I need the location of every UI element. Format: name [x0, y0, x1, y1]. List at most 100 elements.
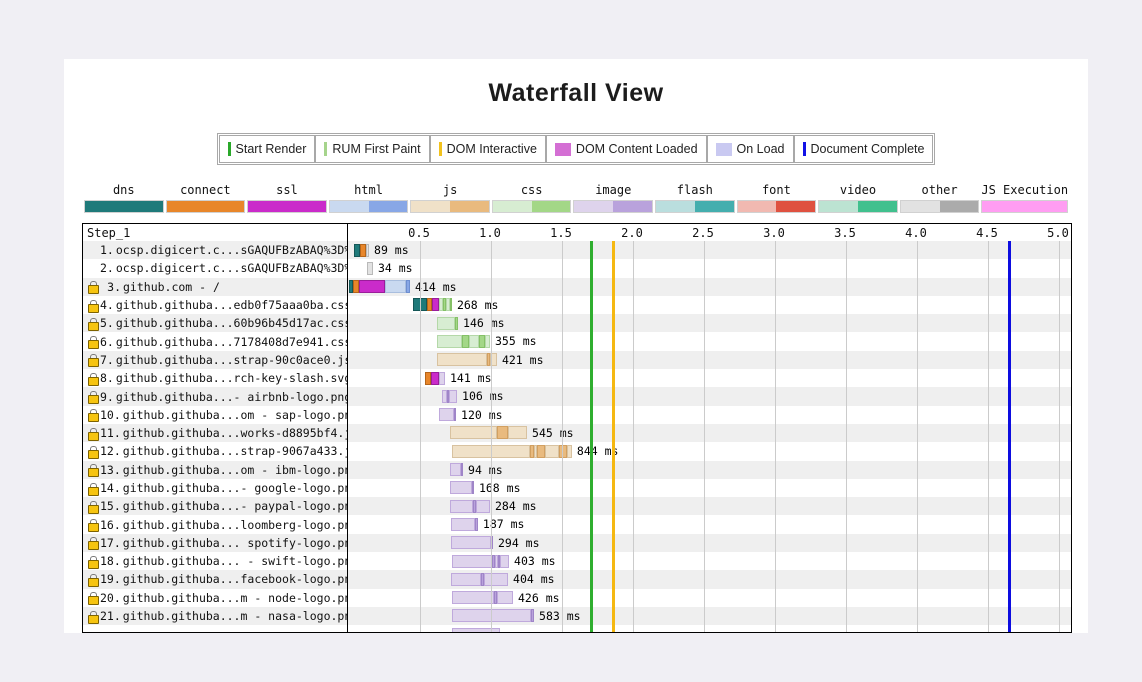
- request-timeline-cell[interactable]: 120 ms: [348, 406, 1071, 424]
- request-url[interactable]: github.githuba...edb0f75aaa0ba.css: [115, 298, 348, 313]
- phase-key-label: dns: [112, 183, 135, 197]
- request-url[interactable]: github.githuba... spotify-logo.png: [122, 535, 348, 550]
- waterfall-bar-segment-html-dark: [405, 280, 411, 294]
- waterfall-bar-segment-image-dark: [474, 517, 478, 531]
- duration-label: 141 ms: [449, 371, 492, 386]
- legend-item-label: Document Complete: [810, 142, 925, 156]
- lock-icon: [88, 610, 99, 624]
- waterfall-bar-segment-image-dark: [497, 554, 500, 568]
- waterfall-bar-segment-dns: [348, 280, 353, 294]
- request-timeline-cell[interactable]: 187 ms: [348, 515, 1071, 533]
- request-timeline-cell[interactable]: 34 ms: [348, 259, 1071, 277]
- swatch-light-half: [411, 201, 451, 212]
- request-url[interactable]: github.githuba...facebook-logo.png: [122, 572, 348, 587]
- legend-item-label: Start Render: [235, 142, 307, 156]
- request-url[interactable]: github.githuba...- paypal-logo.png: [122, 499, 348, 514]
- request-url[interactable]: github.githuba...m - node-logo.png: [122, 590, 348, 605]
- request-url[interactable]: github.githuba...- google-logo.png: [122, 481, 348, 495]
- request-timeline-cell[interactable]: 294 ms: [348, 534, 1071, 552]
- request-url[interactable]: github.githuba...rch-key-slash.svg: [115, 371, 348, 386]
- phase-key-item: connect: [165, 183, 246, 213]
- legend-marker-line: [324, 142, 328, 156]
- request-url[interactable]: github.githuba...60b96b45d17ac.css: [115, 316, 348, 331]
- request-timeline-cell[interactable]: 583 ms: [348, 607, 1071, 625]
- waterfall-bar-segment-js-dark: [496, 426, 509, 440]
- request-timeline-cell[interactable]: 414 ms: [348, 278, 1071, 296]
- request-timeline-cell[interactable]: 146 ms: [348, 314, 1071, 332]
- waterfall-bar-segment-css: [485, 334, 490, 348]
- request-label-cell: 18.github.githuba... - swift-logo.png: [83, 552, 348, 571]
- waterfall-bar-segment-image: [451, 554, 492, 568]
- request-timeline-cell[interactable]: 844 ms: [348, 442, 1071, 460]
- request-timeline-cell[interactable]: 545 ms: [348, 424, 1071, 442]
- request-url[interactable]: ocsp.digicert.c...sGAQUFBzABAQ%3D%3D: [115, 261, 348, 276]
- request-url[interactable]: github.githuba...works-d8895bf4.js: [122, 426, 348, 441]
- swatch-light-half: [492, 201, 532, 212]
- duration-label: 89 ms: [374, 243, 409, 257]
- legend-item: Document Complete: [793, 135, 934, 163]
- phase-key-label: flash: [676, 183, 713, 197]
- swatch-light-half: [248, 201, 287, 212]
- waterfall-bar-segment-image: [496, 591, 513, 605]
- duration-label: 426 ms: [518, 590, 560, 605]
- request-number: 7.: [100, 352, 114, 367]
- request-timeline-cell[interactable]: 106 ms: [348, 387, 1071, 405]
- request-timeline-cell[interactable]: 94 ms: [348, 461, 1071, 479]
- duration-label: 268 ms: [456, 297, 499, 312]
- request-timeline-cell[interactable]: 355 ms: [348, 332, 1071, 350]
- request-timeline-cell[interactable]: 168 ms: [348, 479, 1071, 497]
- request-url[interactable]: github.githuba...m - nasa-logo.png: [122, 609, 348, 624]
- request-url[interactable]: github.githuba...strap-90c0ace0.js: [115, 352, 348, 367]
- waterfall-bar-segment-js: [508, 426, 528, 440]
- waterfall-bar-segment-js: [490, 353, 497, 367]
- request-timeline-cell[interactable]: 284 ms: [348, 497, 1071, 515]
- request-url[interactable]: github.githuba... - swift-logo.png: [122, 554, 348, 569]
- waterfall-bar-segment-image: [451, 627, 500, 632]
- request-url[interactable]: github.githuba...7178408d7e941.css: [115, 334, 348, 349]
- request-label-cell: 14.github.githuba...- google-logo.png: [83, 478, 348, 498]
- step-label: Step_1: [83, 224, 348, 241]
- request-url[interactable]: github.githuba...loomberg-logo.png: [122, 517, 348, 532]
- phase-key-item: image: [573, 183, 654, 213]
- request-url[interactable]: github.githuba...om - sap-logo.png: [122, 407, 348, 422]
- request-timeline-cell[interactable]: 421 ms: [348, 351, 1071, 369]
- request-timeline-cell[interactable]: 141 ms: [348, 369, 1071, 387]
- request-url[interactable]: github.githuba...- airbnb-logo.png: [115, 389, 348, 404]
- waterfall-bar-segment-image-dark: [453, 408, 457, 422]
- request-url[interactable]: github.com - /: [123, 279, 220, 294]
- request-timeline-cell[interactable]: 89 ms: [348, 241, 1071, 259]
- request-timeline-cell[interactable]: 404 ms: [348, 570, 1071, 588]
- axis-tick-label: 0.5: [408, 226, 430, 240]
- phase-key-item: font: [736, 183, 817, 213]
- swatch-light-half: [819, 201, 858, 212]
- phase-key-item: html: [328, 183, 409, 213]
- request-timeline-cell[interactable]: 403 ms: [348, 552, 1071, 570]
- request-number: 11.: [100, 426, 121, 441]
- duration-label: 187 ms: [482, 517, 525, 532]
- request-url[interactable]: github.githuba...om - ibm-logo.png: [122, 462, 348, 477]
- waterfall-bar-segment-js: [566, 444, 572, 458]
- request-label-cell: 5.github.githuba...60b96b45d17ac.css: [83, 314, 348, 333]
- request-number: 8.: [100, 371, 114, 386]
- lock-icon: [88, 482, 99, 496]
- request-timeline-cell[interactable]: [348, 625, 1071, 632]
- waterfall-bar-segment-image: [494, 554, 498, 568]
- request-timeline-cell[interactable]: 426 ms: [348, 589, 1071, 607]
- lock-icon: [88, 335, 99, 350]
- waterfall-bar-segment-image: [442, 389, 447, 403]
- request-url[interactable]: github.githuba...strap-9067a433.js: [122, 444, 348, 459]
- duration-label: 106 ms: [462, 389, 504, 404]
- legend-item-label: DOM Interactive: [446, 142, 537, 156]
- request-timeline-cell[interactable]: 268 ms: [348, 296, 1071, 314]
- lock-icon: [88, 518, 99, 533]
- duration-label: 94 ms: [468, 462, 503, 477]
- request-label-cell: 2.ocsp.digicert.c...sGAQUFBzABAQ%3D%3D: [83, 259, 348, 278]
- request-url[interactable]: ocsp.digicert.c...sGAQUFBzABAQ%3D%3D: [115, 243, 348, 258]
